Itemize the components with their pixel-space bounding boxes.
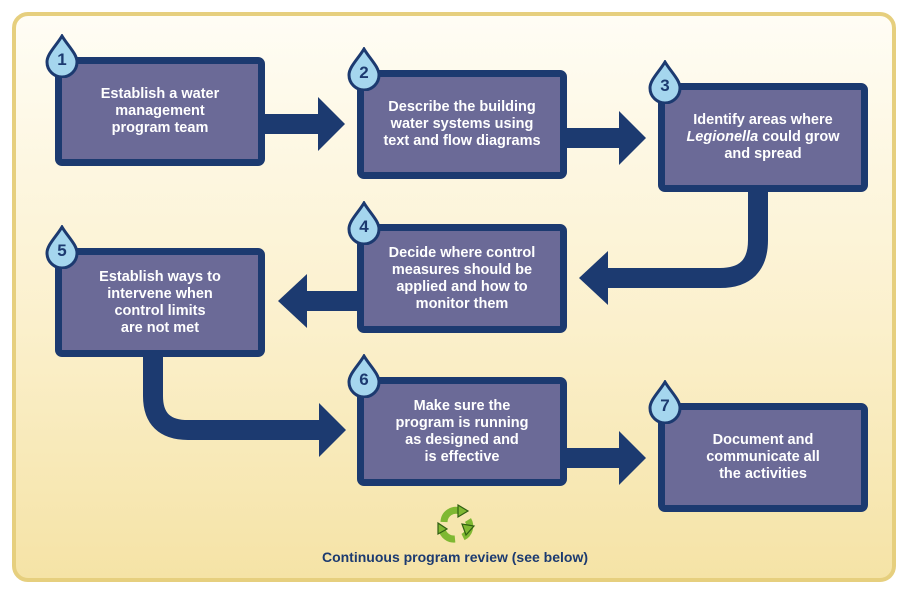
arrow-5-to-6	[143, 354, 322, 440]
arrow-3-to-4-head	[579, 251, 608, 305]
step-3-text-line2-italic: Legionella	[686, 129, 759, 145]
step-5-text-line2: intervene when	[107, 285, 213, 302]
step-1-badge: 1	[44, 34, 80, 78]
step-6-text-line3: as designed and	[405, 431, 519, 448]
step-3-text-line1: Identify areas where	[693, 112, 833, 128]
water-drop-icon	[45, 225, 79, 269]
step-4-text-line2: measures should be	[391, 261, 533, 278]
water-drop-icon	[347, 47, 381, 91]
step-1-box: Establish a water management program tea…	[55, 57, 265, 166]
arrow-1-to-2	[264, 97, 345, 151]
step-2-text-line3: text and flow diagrams	[383, 133, 541, 149]
step-4-box: Decide where control measures should be …	[357, 224, 567, 333]
step-2-badge: 2	[346, 47, 382, 91]
step-6-box: Make sure the program is running as desi…	[357, 377, 567, 486]
step-4-text-line4: monitor them	[415, 295, 509, 312]
arrow-6-to-7	[563, 431, 646, 485]
arrow-2-to-3	[565, 111, 646, 165]
step-3-badge: 3	[647, 60, 683, 104]
step-5-text-line3: control limits	[114, 302, 206, 319]
step-3-box: Identify areas where Legionella could gr…	[658, 83, 868, 192]
step-2-text-line2: water systems using	[390, 116, 534, 132]
step-3-number: 3	[660, 76, 670, 95]
step-7-badge: 7	[647, 380, 683, 424]
step-6-text-line1: Make sure the	[413, 397, 511, 414]
step-2-number: 2	[359, 63, 369, 82]
step-6-text-line4: is effective	[424, 448, 500, 465]
step-6-badge: 6	[346, 354, 382, 398]
step-7-number: 7	[660, 396, 670, 415]
arrow-3-to-4	[606, 188, 768, 288]
step-7-text-line2: communicate all	[706, 449, 820, 465]
step-1-text-line2: management	[115, 103, 205, 119]
step-3-text-line2-rest: could grow	[758, 129, 840, 145]
step-2-box: Describe the building water systems usin…	[357, 70, 567, 179]
step-4-text-line1: Decide where control	[388, 244, 536, 261]
water-drop-icon	[648, 60, 682, 104]
arrow-4-to-5	[278, 274, 360, 328]
step-1-text-line3: program team	[111, 120, 209, 136]
step-2-text-line1: Describe the building	[388, 99, 536, 115]
step-5-badge: 5	[44, 225, 80, 269]
step-5-text-line4: are not met	[120, 319, 200, 336]
step-5-number: 5	[57, 241, 67, 260]
arrow-5-to-6-head	[319, 403, 346, 457]
recycle-icon	[437, 503, 476, 543]
water-drop-icon	[648, 380, 682, 424]
step-4-text-line3: applied and how to	[396, 278, 528, 295]
step-4-number: 4	[359, 217, 369, 236]
water-drop-icon	[347, 201, 381, 245]
step-5-text-line1: Establish ways to	[99, 268, 221, 285]
step-7-box: Document and communicate all the activit…	[658, 403, 868, 512]
step-6-number: 6	[359, 370, 369, 389]
water-drop-icon	[45, 34, 79, 78]
step-3-text-line3: and spread	[724, 146, 802, 162]
step-7-text-line3: the activities	[719, 466, 807, 482]
step-1-number: 1	[57, 50, 67, 69]
water-drop-icon	[347, 354, 381, 398]
step-4-badge: 4	[346, 201, 382, 245]
step-7-text-line1: Document and	[712, 432, 814, 448]
step-5-box: Establish ways to intervene when control…	[55, 248, 265, 357]
step-1-text-line1: Establish a water	[100, 86, 220, 102]
caption-text: Continuous program review (see below)	[321, 549, 589, 565]
step-6-text-line2: program is running	[395, 414, 529, 431]
